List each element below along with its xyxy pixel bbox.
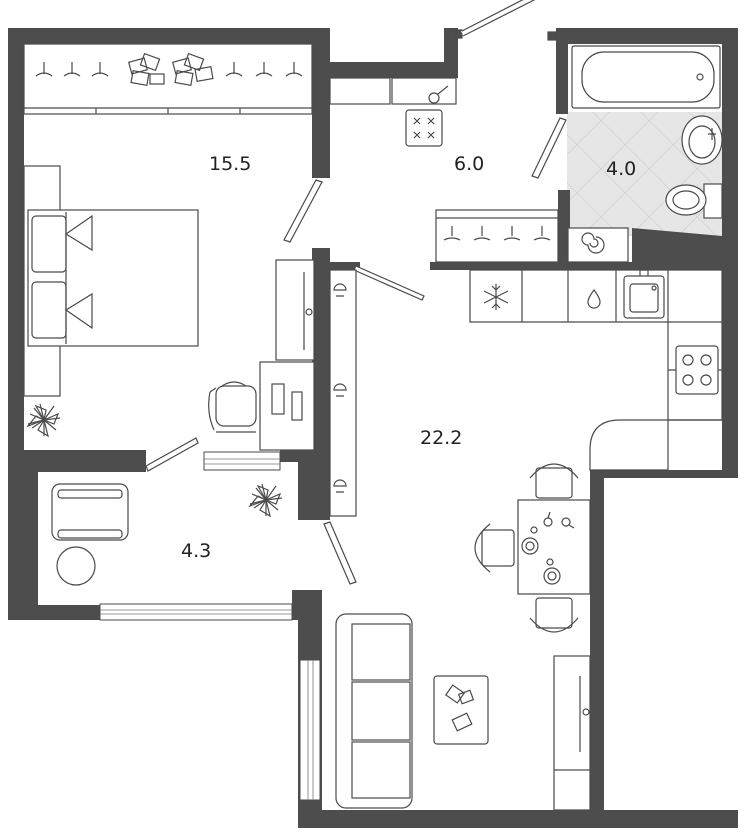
armchair [51,483,129,541]
windows [99,451,321,801]
plant-icon [26,403,61,438]
hanger-icon [35,62,303,77]
washing-machine [567,227,629,263]
dining-chair [529,463,579,499]
doors [145,0,567,585]
plant-icon [248,483,283,518]
dining-chair [474,523,515,573]
living-kitchen-area-label: 22.2 [420,427,462,449]
tv-unit [553,655,591,811]
bathroom-door [531,31,567,179]
walls [8,28,738,828]
double-bed [23,165,199,397]
living-window [299,659,321,801]
toilet [665,183,723,219]
coffee-table [433,675,489,745]
dining-chair [529,597,579,633]
stove-icon [405,109,443,147]
bedroom-area-label: 15.5 [209,153,251,175]
built-in-wardrobe [329,269,357,517]
kitchen-sink [623,269,665,319]
hall-wardrobe [435,209,559,263]
hall-shoe-cabinet [329,77,457,105]
round-table [56,546,96,586]
desk-chair [208,381,257,433]
balcony-area-label: 4.3 [181,540,211,562]
entrance-door [455,0,536,39]
bathroom-sink [681,115,723,165]
snowflake-icon [483,284,509,310]
water-drop-icon [587,288,601,309]
wardrobe-door [323,265,425,585]
sofa [335,613,413,809]
work-desk [259,259,315,451]
bedroom-balcony-window [203,451,281,471]
cooktop [675,345,719,395]
kitchen-counter [469,269,723,471]
bedroom-door [283,179,323,243]
balcony-window [99,603,293,621]
folded-clothes-icon [127,52,214,86]
hall-area-label: 6.0 [454,153,484,175]
bedroom-wardrobe [23,43,313,115]
bathroom-area-label: 4.0 [606,158,636,180]
dining-table [517,499,591,595]
hanger-icon [443,226,551,241]
bathtub [571,45,721,109]
balcony-door [145,437,199,472]
